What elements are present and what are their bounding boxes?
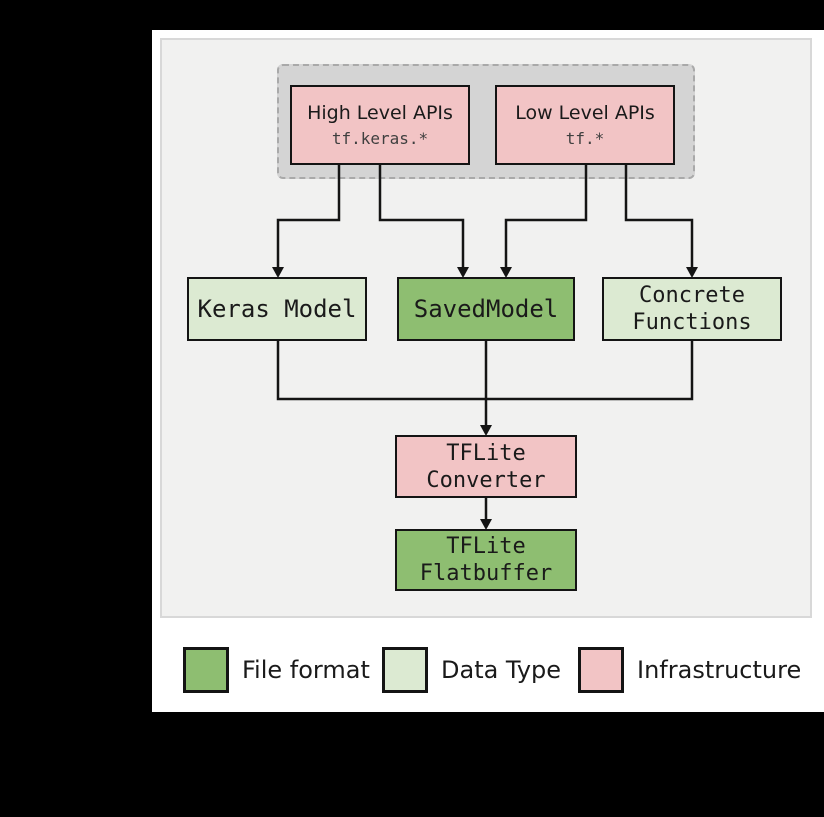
legend: File format Data Type Infrastructure [152, 647, 824, 693]
arrowhead-converter [480, 425, 492, 436]
node-label-line1: Concrete [639, 283, 745, 308]
node-savedmodel: SavedModel [397, 277, 575, 341]
node-label-line1: TFLite [446, 440, 526, 466]
edge-high-to-keras [276, 165, 341, 269]
node-title: High Level APIs [307, 101, 453, 124]
arrowhead-keras [272, 267, 284, 278]
legend-label: Infrastructure [637, 656, 802, 684]
edge-low-to-savedmodel [504, 165, 588, 269]
legend-label: File format [242, 656, 370, 684]
node-tflite-flatbuffer: TFLite Flatbuffer [395, 529, 577, 591]
node-label-line2: Converter [426, 467, 546, 493]
connector-lines [272, 165, 698, 530]
node-tflite-converter: TFLite Converter [395, 435, 577, 498]
legend-item-infrastructure: Infrastructure [578, 647, 801, 693]
legend-swatch-infrastructure [578, 647, 624, 693]
node-subtitle: tf.keras.* [331, 128, 429, 148]
legend-label: Data Type [441, 656, 562, 684]
arrowhead-savedmodel-left [457, 267, 469, 278]
arrowhead-savedmodel-right [500, 267, 512, 278]
node-label-line2: Functions [632, 310, 752, 335]
edge-high-to-savedmodel [378, 165, 465, 269]
node-title: Low Level APIs [515, 101, 655, 124]
node-keras-model: Keras Model [187, 277, 367, 341]
node-label-line2: Flatbuffer [419, 561, 553, 586]
legend-item-data-type: Data Type [382, 647, 561, 693]
node-low-level-apis: Low Level APIs tf.* [495, 85, 675, 165]
node-label: Keras Model [197, 295, 357, 323]
edge-low-to-concrete [624, 165, 694, 269]
figure-panel: High Level APIs tf.keras.* Low Level API… [152, 30, 824, 712]
arrowhead-concrete [686, 267, 698, 278]
node-label: SavedModel [413, 295, 559, 323]
node-subtitle: tf.* [565, 128, 605, 148]
legend-swatch-file-format [183, 647, 229, 693]
node-label-line1: TFLite [446, 534, 526, 559]
legend-swatch-data-type [382, 647, 428, 693]
legend-item-file-format: File format [183, 647, 370, 693]
node-high-level-apis: High Level APIs tf.keras.* [290, 85, 470, 165]
arrowhead-flatbuffer [480, 519, 492, 530]
node-concrete-functions: Concrete Functions [602, 277, 782, 341]
diagram-area: High Level APIs tf.keras.* Low Level API… [160, 38, 812, 618]
